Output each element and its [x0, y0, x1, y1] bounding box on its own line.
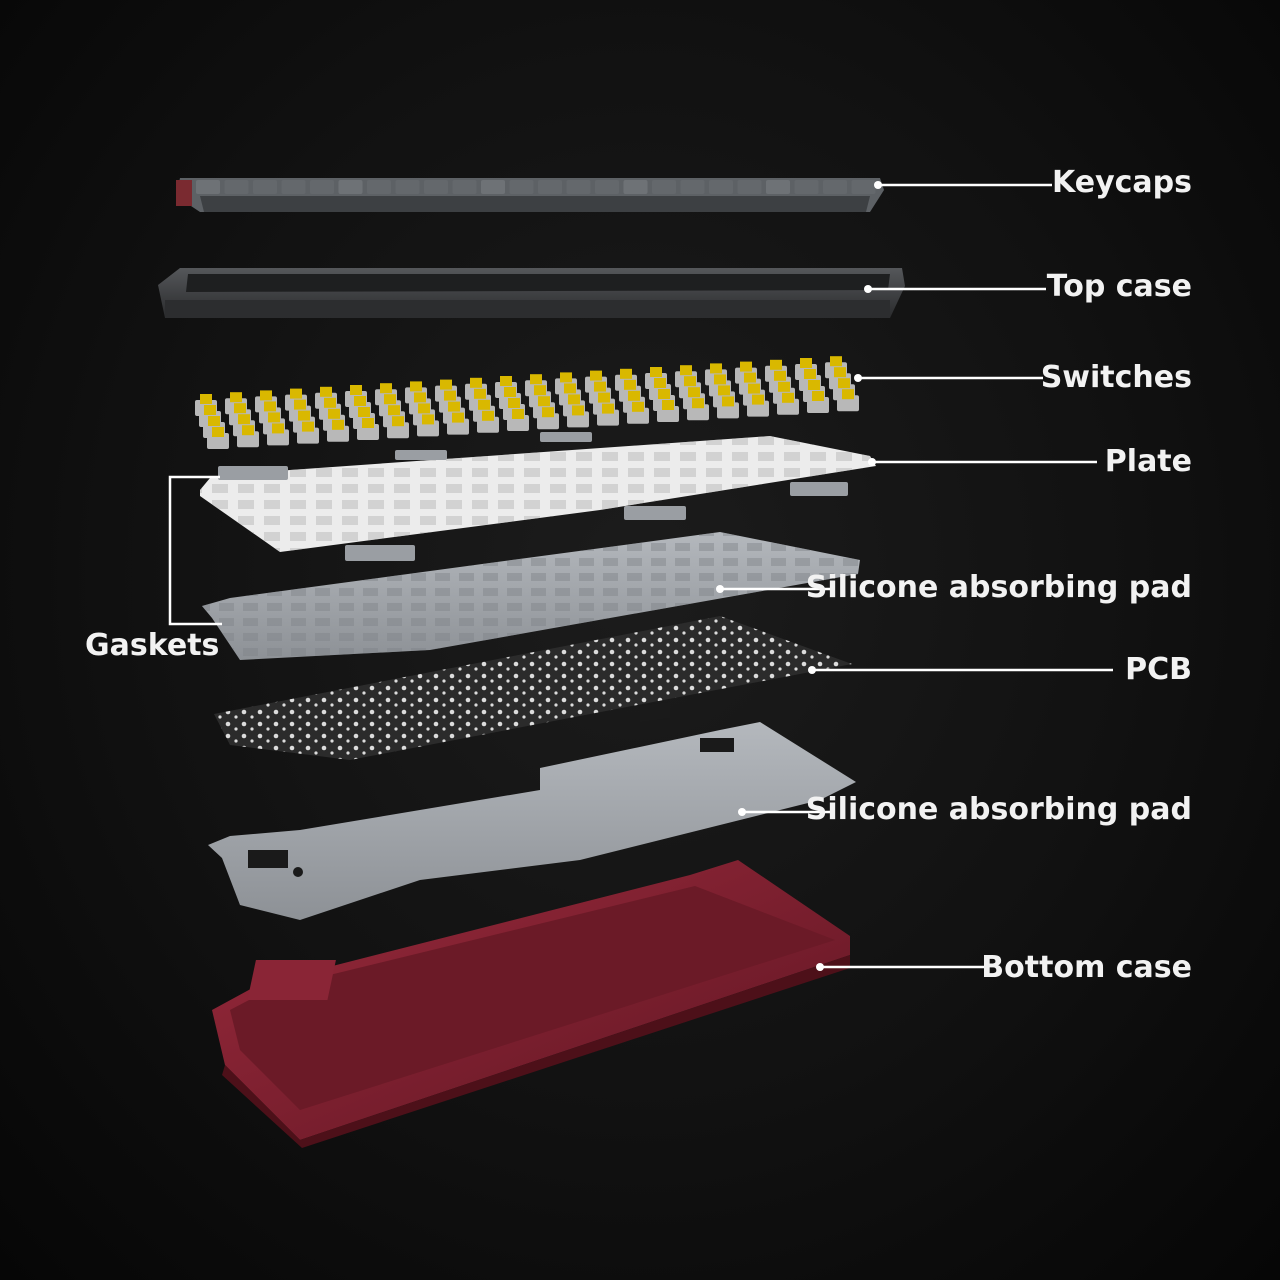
top-case-layer	[158, 268, 905, 318]
switch	[627, 401, 649, 424]
gaskets-layer	[218, 432, 848, 561]
keycap	[538, 180, 562, 194]
keycap	[851, 180, 876, 194]
switch	[447, 412, 469, 435]
switch	[537, 407, 559, 430]
keycaps-layer	[176, 178, 884, 212]
switch	[657, 400, 679, 422]
keycap	[595, 180, 619, 194]
keycap	[566, 180, 591, 194]
label-silicone-pad-1: Silicone absorbing pad	[805, 570, 1192, 605]
switch	[207, 427, 229, 449]
switch	[237, 425, 259, 448]
switch	[837, 389, 859, 412]
switch	[357, 418, 379, 440]
keycap	[680, 180, 705, 194]
switch	[807, 391, 829, 413]
keycap	[509, 180, 534, 194]
keycap	[338, 180, 363, 194]
label-silicone-pad-2: Silicone absorbing pad	[805, 792, 1192, 827]
keycap	[452, 180, 477, 194]
switch	[297, 421, 319, 444]
silicone-pad-2-layer	[208, 701, 856, 920]
keycap	[281, 180, 306, 194]
keycap	[481, 180, 505, 194]
switch	[597, 403, 619, 426]
bottom-case-layer	[212, 860, 850, 1148]
keycap	[395, 180, 420, 194]
keycap	[794, 180, 819, 194]
pcb-layer	[214, 616, 852, 760]
label-bottom-case: Bottom case	[981, 950, 1192, 985]
switch	[777, 392, 799, 415]
switch	[747, 394, 769, 417]
switch	[477, 410, 499, 433]
keycap	[224, 180, 249, 194]
switch	[567, 405, 589, 428]
label-pcb: PCB	[1125, 652, 1192, 687]
label-switches: Switches	[1040, 360, 1192, 395]
switch	[387, 416, 409, 439]
keycap	[737, 180, 762, 194]
keycap	[310, 180, 334, 194]
keycap	[424, 180, 448, 194]
keycap	[766, 180, 790, 194]
switch	[687, 398, 709, 421]
silicone-pad-1-layer	[202, 532, 860, 660]
keycap	[823, 180, 847, 194]
keycap	[709, 180, 733, 194]
keycap	[196, 180, 220, 194]
label-keycaps: Keycaps	[1052, 165, 1192, 200]
keycap	[367, 180, 391, 194]
callout-lines	[168, 181, 1113, 971]
switch	[267, 423, 289, 446]
plate-layer	[200, 436, 876, 552]
switch	[717, 396, 739, 419]
switches-layer	[195, 356, 859, 449]
keycap	[253, 180, 277, 194]
switch	[507, 409, 529, 431]
keycap	[652, 180, 676, 194]
label-plate: Plate	[1104, 444, 1192, 479]
switch	[417, 414, 439, 437]
label-gaskets: Gaskets	[85, 628, 220, 663]
label-top-case: Top case	[1046, 269, 1192, 304]
switch	[327, 419, 349, 442]
keycap	[623, 180, 648, 194]
